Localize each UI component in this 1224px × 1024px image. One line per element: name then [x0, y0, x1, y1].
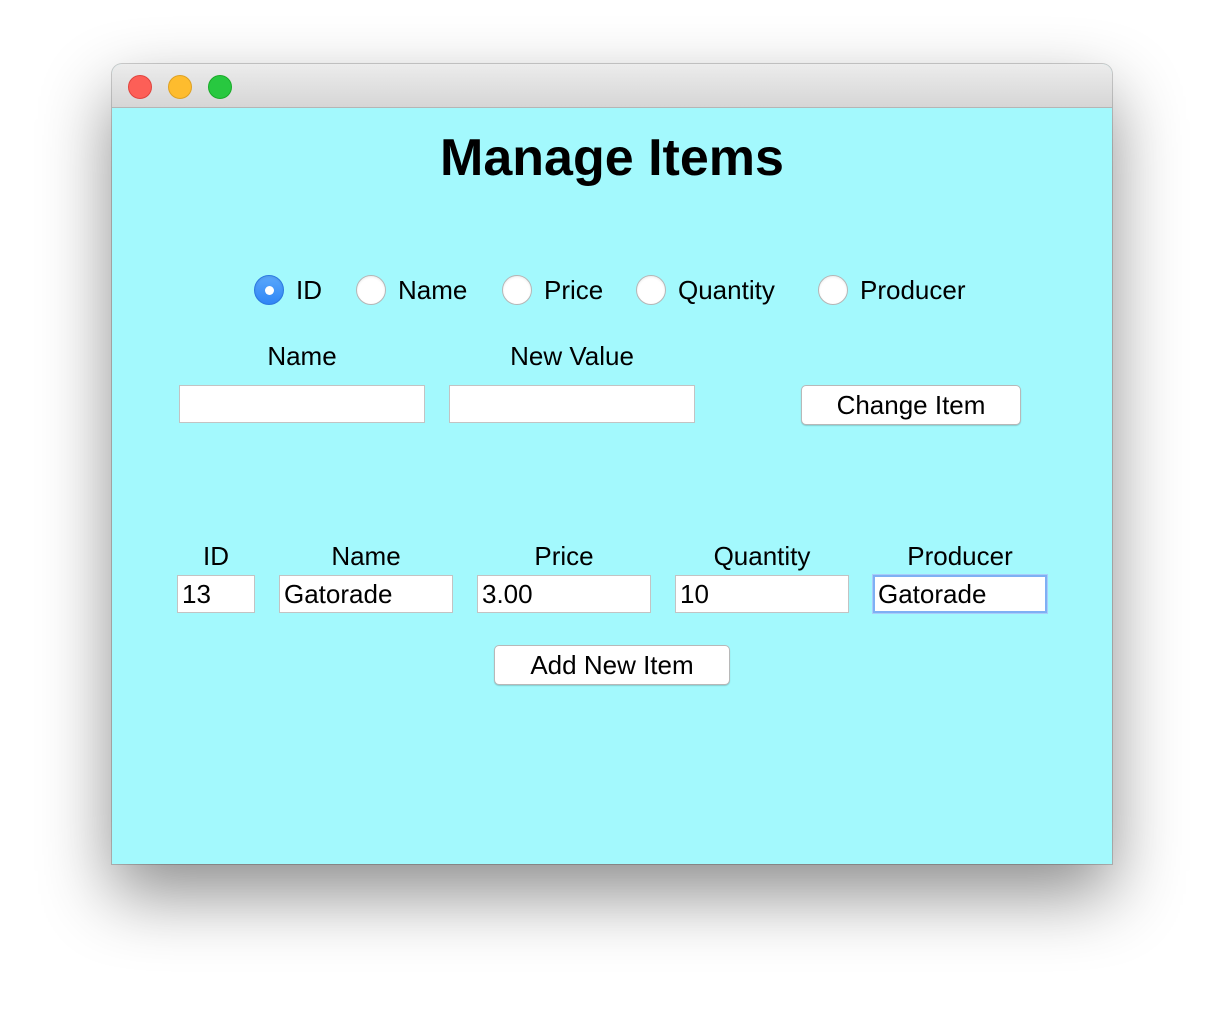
id-input[interactable]: [177, 575, 255, 613]
add-new-item-button[interactable]: Add New Item: [494, 645, 730, 685]
quantity-input[interactable]: [675, 575, 849, 613]
title-bar[interactable]: [112, 64, 1112, 108]
radio-label-price: Price: [544, 274, 604, 305]
column-label-price: Price: [534, 541, 594, 571]
radio-button-id[interactable]: [254, 275, 284, 305]
column-label-id: ID: [203, 541, 229, 571]
radio-label-id: ID: [296, 274, 322, 305]
name-input[interactable]: [279, 575, 453, 613]
radio-label-name: Name: [398, 274, 468, 305]
minimize-window-button[interactable]: [168, 75, 192, 99]
content-panel: Manage Items ID Name Price Quantity Prod…: [112, 108, 1112, 864]
change-item-button[interactable]: Change Item: [801, 385, 1021, 425]
column-label-quantity: Quantity: [713, 541, 811, 571]
producer-input[interactable]: [873, 575, 1047, 613]
radio-option-quantity[interactable]: Quantity: [636, 274, 775, 306]
radio-label-producer: Producer: [860, 274, 966, 305]
column-label-producer: Producer: [907, 541, 1013, 571]
radio-button-producer[interactable]: [818, 275, 848, 305]
radio-button-name[interactable]: [356, 275, 386, 305]
close-window-button[interactable]: [128, 75, 152, 99]
radio-button-quantity[interactable]: [636, 275, 666, 305]
radio-label-quantity: Quantity: [678, 274, 775, 305]
radio-option-price[interactable]: Price: [502, 274, 603, 306]
new-value-label: New Value: [510, 341, 634, 371]
radio-option-name[interactable]: Name: [356, 274, 467, 306]
new-value-input[interactable]: [449, 385, 695, 423]
change-name-input[interactable]: [179, 385, 425, 423]
radio-button-price[interactable]: [502, 275, 532, 305]
maximize-window-button[interactable]: [208, 75, 232, 99]
radio-option-producer[interactable]: Producer: [818, 274, 966, 306]
app-window: Manage Items ID Name Price Quantity Prod…: [112, 64, 1112, 864]
price-input[interactable]: [477, 575, 651, 613]
change-name-label: Name: [267, 341, 337, 371]
column-label-name: Name: [331, 541, 401, 571]
page-title: Manage Items: [440, 129, 784, 187]
radio-option-id[interactable]: ID: [254, 274, 322, 306]
